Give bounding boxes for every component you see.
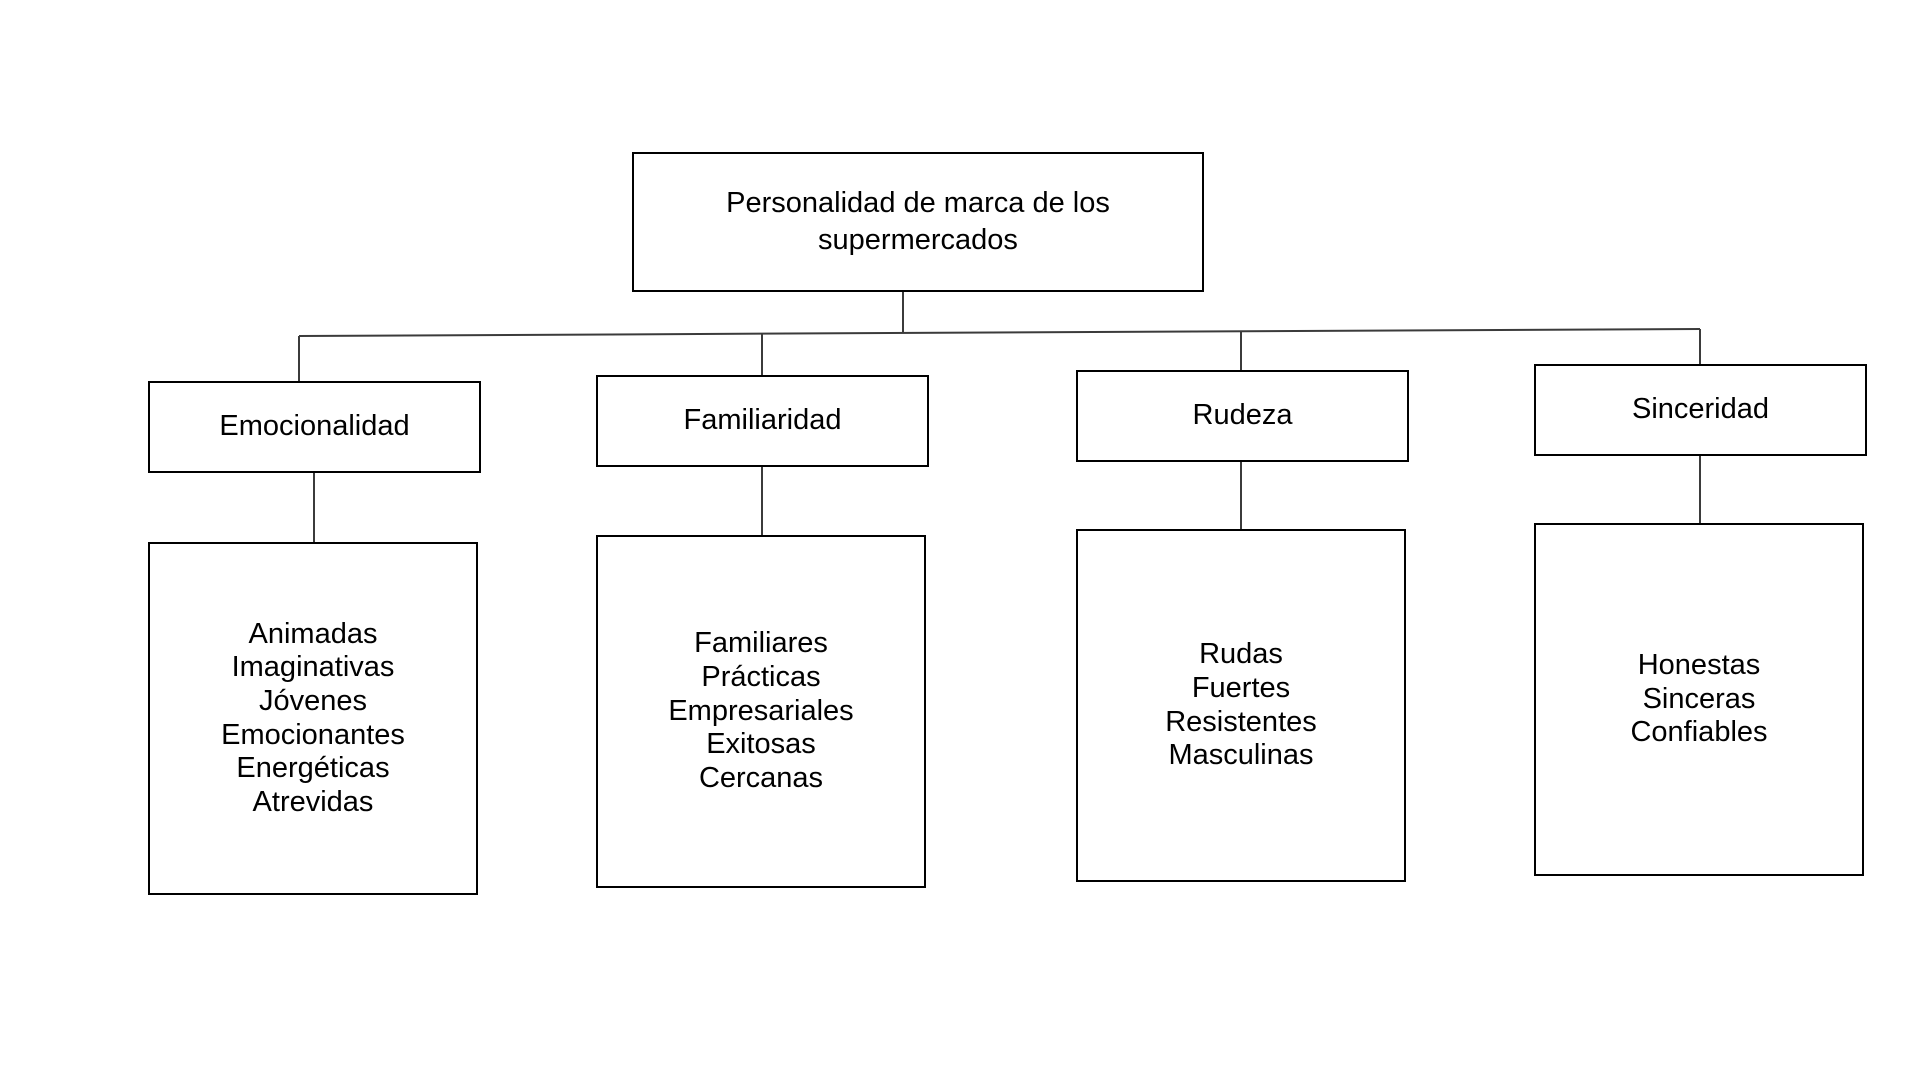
category-node-rudeza[interactable]: Rudeza [1076,370,1409,462]
attributes-node-familiaridad[interactable]: Familiares Prácticas Empresariales Exito… [596,535,926,888]
root-node[interactable]: Personalidad de marca de los supermercad… [632,152,1204,292]
attributes-node-rudeza[interactable]: Rudas Fuertes Resistentes Masculinas [1076,529,1406,882]
attributes-list: Animadas Imaginativas Jóvenes Emocionant… [221,617,405,818]
category-node-label: Rudeza [1192,399,1293,432]
attributes-node-emocionalidad[interactable]: Animadas Imaginativas Jóvenes Emocionant… [148,542,478,895]
category-node-sinceridad[interactable]: Sinceridad [1534,364,1867,456]
category-node-familiaridad[interactable]: Familiaridad [596,375,929,467]
category-node-label: Emocionalidad [219,410,410,443]
connector-bus [298,328,1701,337]
root-node-label: Personalidad de marca de los supermercad… [726,186,1110,256]
category-node-emocionalidad[interactable]: Emocionalidad [148,381,481,473]
category-node-label: Familiaridad [683,404,842,437]
attributes-list: Familiares Prácticas Empresariales Exito… [668,627,854,794]
attributes-list: Honestas Sinceras Confiables [1630,649,1768,749]
attributes-list: Rudas Fuertes Resistentes Masculinas [1165,638,1317,772]
category-node-label: Sinceridad [1631,393,1770,426]
attributes-node-sinceridad[interactable]: Honestas Sinceras Confiables [1534,523,1864,876]
